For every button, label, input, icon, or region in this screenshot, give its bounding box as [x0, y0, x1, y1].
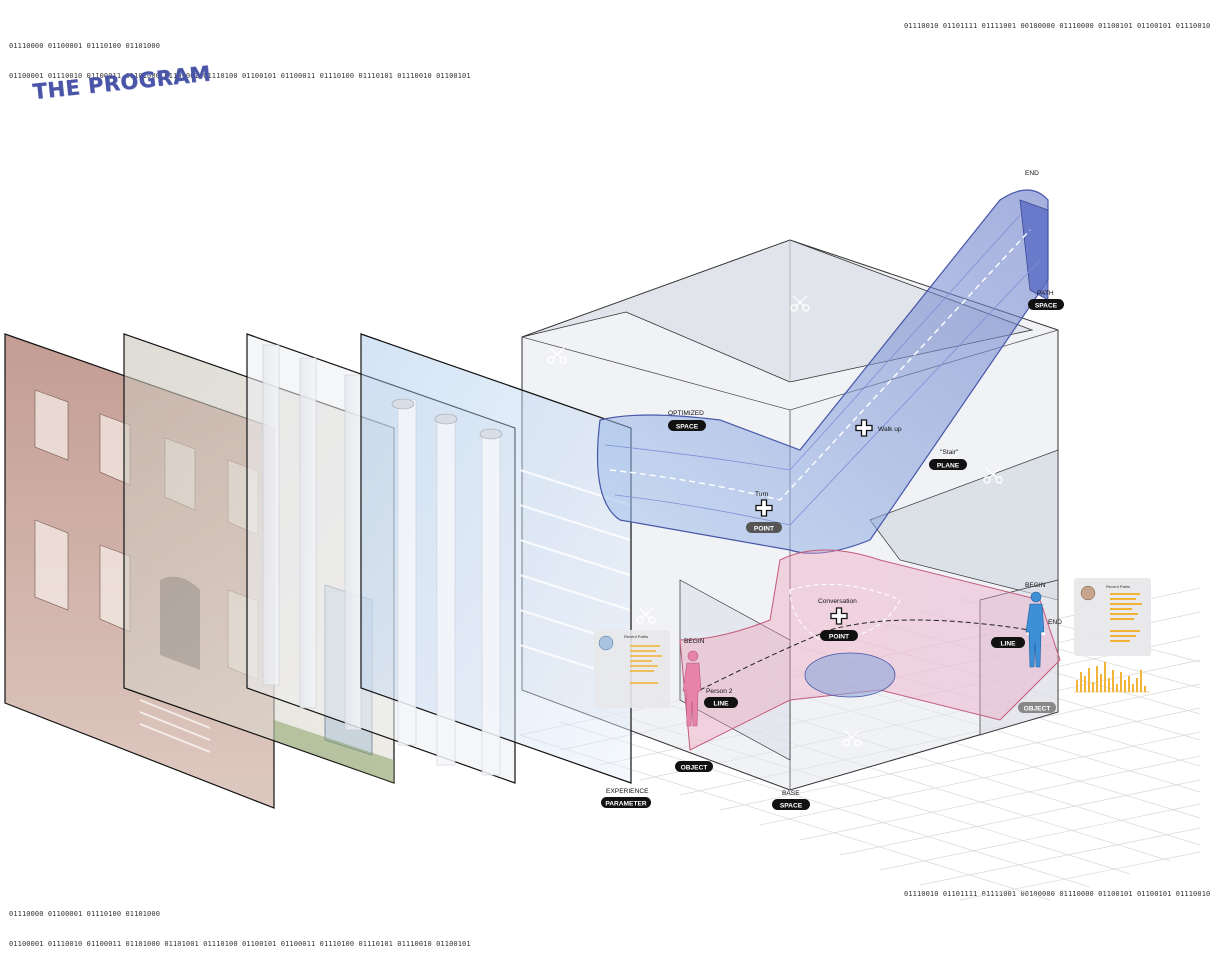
binary-top-left-line1: 01110000 01100001 01110100 01101000 [9, 42, 161, 50]
label-end-right: END [1048, 619, 1062, 626]
svg-text:SPACE: SPACE [676, 424, 699, 431]
profile-card-right-title: Recent Paths [1106, 584, 1130, 589]
tag-turn-point: POINT [746, 522, 782, 533]
pink-path-flow [679, 549, 1061, 751]
person-icon-blue [1025, 591, 1045, 668]
tag-object-right: OBJECT [1018, 702, 1056, 713]
tag-base-space: SPACE [772, 799, 810, 810]
svg-text:OBJECT: OBJECT [681, 765, 708, 772]
binary-bottom-right: 01110010 01101111 01111001 00100000 0111… [904, 890, 1210, 898]
avatar-icon [598, 635, 614, 651]
binary-top-right: 01110010 01101111 01111001 00100000 0111… [904, 22, 1210, 30]
binary-top-left: 01110000 01100001 01110100 01101000 0110… [9, 21, 471, 91]
binary-bottom-left-line1: 01110000 01100001 01110100 01101000 [9, 910, 161, 918]
label-walk-up: Walk up [878, 426, 902, 433]
tag-experience-parameter: PARAMETER [601, 797, 651, 808]
plus-icon [755, 499, 773, 517]
svg-text:PARAMETER: PARAMETER [605, 801, 647, 808]
scissors-icon [547, 347, 567, 364]
scissors-icon [983, 467, 1003, 484]
label-turn: Turn [755, 491, 769, 498]
label-path: PATH [1037, 290, 1054, 297]
profile-card-left: Recent Paths [594, 630, 670, 708]
svg-text:POINT: POINT [754, 526, 774, 533]
tag-optimized-space: SPACE [668, 420, 706, 431]
label-optimized: OPTIMIZED [668, 410, 704, 417]
scissors-icon [842, 730, 862, 747]
blue-path-flow [596, 189, 1049, 554]
building-layer-facade [360, 333, 632, 784]
scissors-icon [636, 607, 656, 624]
label-stair: "Stair" [940, 449, 959, 456]
scissors-icon [790, 295, 810, 312]
profile-card-right: Recent Paths [1074, 578, 1151, 656]
tag-path-space: SPACE [1028, 299, 1064, 310]
program-diagram: Recent Paths Recent Paths END PA [4, 170, 1201, 901]
profile-card-left-title: Recent Paths [624, 634, 648, 639]
tag-line-right: LINE [991, 637, 1025, 648]
svg-text:PLANE: PLANE [937, 463, 960, 470]
mini-bar-chart [1074, 662, 1150, 693]
svg-text:OBJECT: OBJECT [1024, 706, 1051, 713]
svg-text:SPACE: SPACE [780, 803, 803, 810]
plus-icon [855, 419, 873, 437]
tag-object-left: OBJECT [675, 761, 713, 772]
tag-line-left: LINE [704, 697, 738, 708]
svg-text:LINE: LINE [713, 701, 729, 708]
binary-bottom-left-line2: 01100001 01110010 01100011 01101000 0110… [9, 940, 471, 948]
label-person2: Person 2 [706, 688, 733, 695]
tag-stair-plane: PLANE [929, 459, 967, 470]
label-experience: EXPERIENCE [606, 788, 649, 795]
svg-text:LINE: LINE [1000, 641, 1016, 648]
label-base: BASE [782, 790, 800, 797]
tag-conversation-point: POINT [820, 630, 858, 641]
label-begin-left: BEGIN [684, 638, 705, 645]
person-icon-pink [682, 650, 702, 727]
binary-top-left-line2: 01100001 01110010 01100011 01101000 0110… [9, 72, 471, 80]
svg-text:SPACE: SPACE [1035, 303, 1058, 310]
svg-text:POINT: POINT [829, 634, 849, 641]
label-conversation: Conversation [818, 598, 857, 605]
plus-icon [830, 607, 848, 625]
binary-bottom-left: 01110000 01100001 01110100 01101000 0110… [9, 889, 471, 959]
label-begin-right: BEGIN [1025, 582, 1046, 589]
label-end-top: END [1025, 170, 1039, 177]
avatar-icon [1080, 585, 1096, 601]
